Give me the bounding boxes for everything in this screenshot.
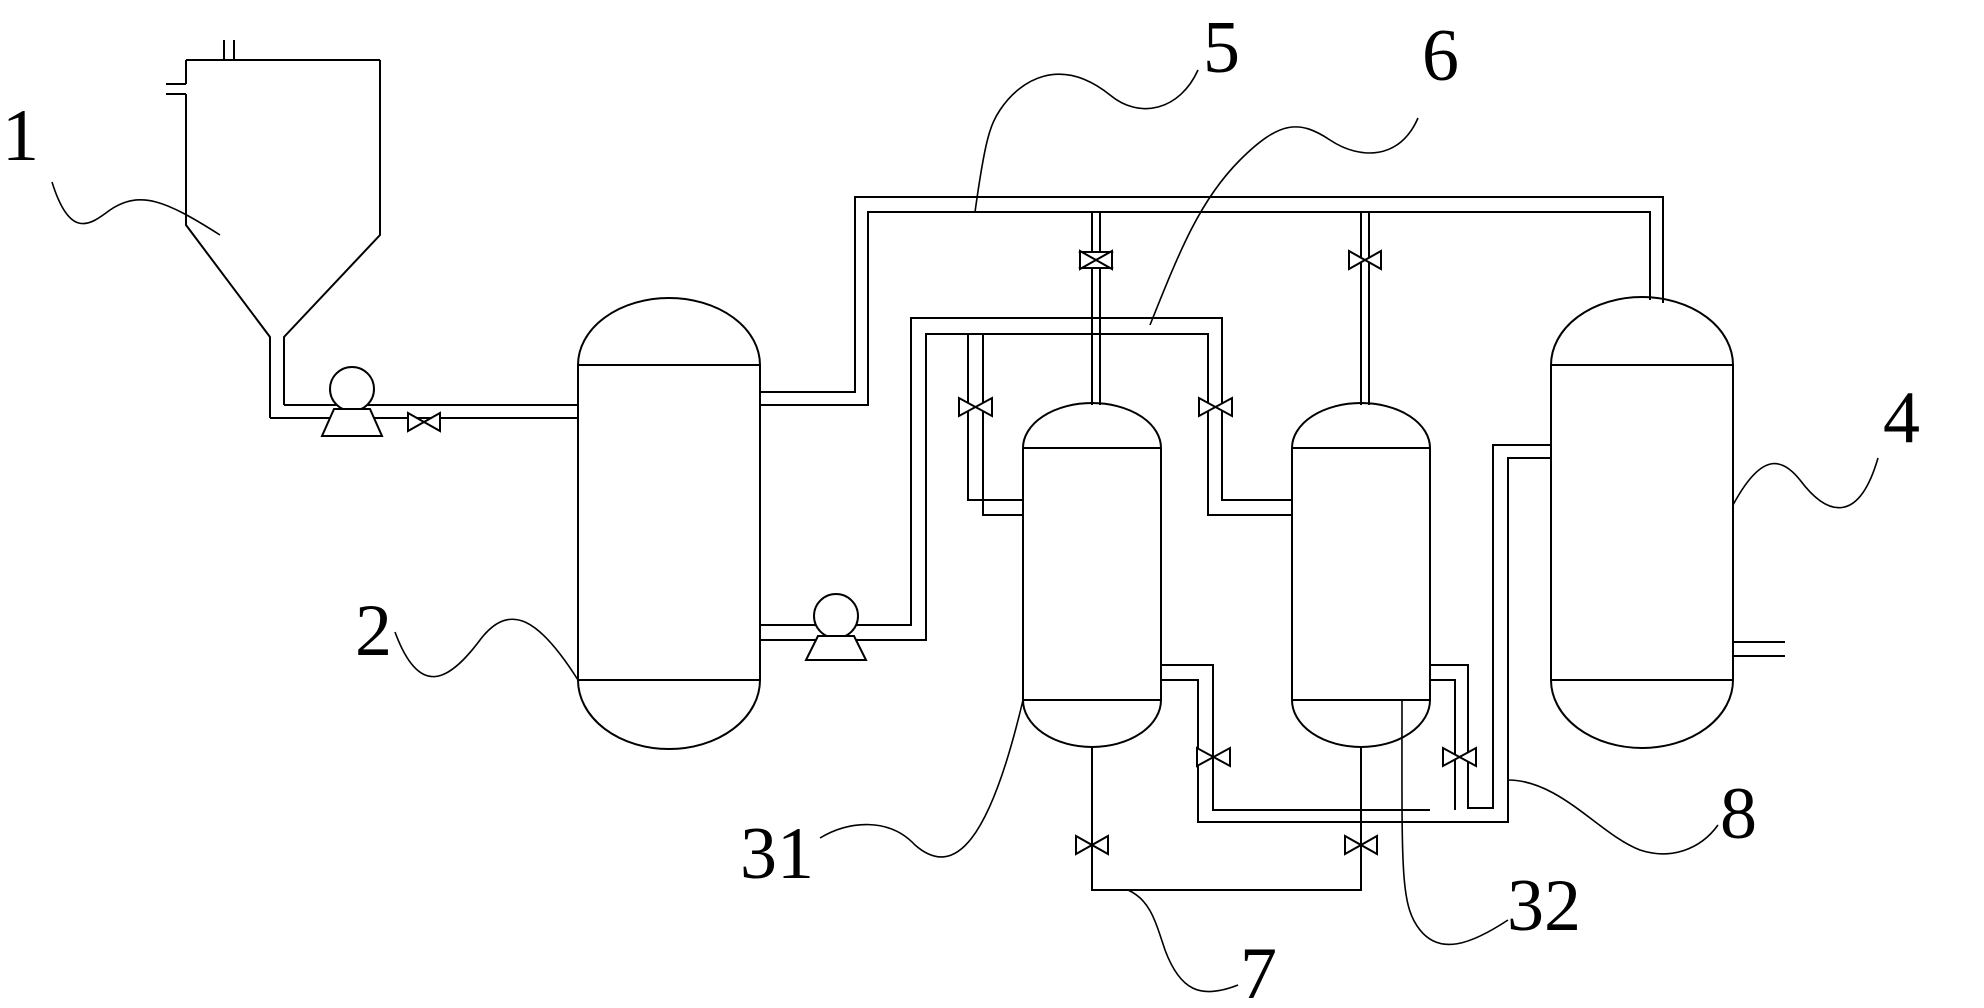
label-8: 8 [1720,773,1757,855]
leader-31 [819,699,1024,858]
label-1: 1 [2,95,39,177]
vessel-2 [577,297,761,750]
line-6-valve-right [1198,396,1233,418]
label-5: 5 [1203,7,1240,89]
label-6: 6 [1422,15,1459,97]
vessel-31 [1022,402,1162,748]
branch-valve-32-top [1348,249,1382,271]
feed-line [270,404,578,419]
drain-valve-31 [1075,834,1109,856]
leader-8 [1507,779,1719,855]
leader-4 [1732,457,1879,509]
label-4: 4 [1883,377,1920,459]
feed-line-valve [407,411,441,433]
feed-pump [320,366,384,437]
line-8-valve-right [1442,746,1477,768]
leader-2 [394,618,579,681]
label-31: 31 [740,813,814,895]
feed-hopper [166,40,381,418]
leader-1 [51,181,221,236]
label-32: 32 [1507,865,1581,947]
gas-header-5 [760,196,1664,406]
transfer-pump [804,593,868,661]
leader-6 [1149,117,1419,326]
line-8 [1161,444,1551,823]
drain-valve-32 [1344,834,1378,856]
leader-32 [1401,699,1509,946]
label-2: 2 [355,590,392,672]
line-6 [760,317,1292,641]
leader-7 [1127,889,1239,993]
line-7 [1091,748,1362,891]
leader-5 [974,69,1199,213]
line-8-valve-left [1196,746,1231,768]
leader-lines [51,69,1879,993]
line-6-valve-left [958,396,993,418]
vessel-32 [1291,402,1431,748]
vessel-4 [1550,296,1785,749]
label-7: 7 [1240,933,1277,1008]
branch-valve-31-top [1078,249,1114,271]
